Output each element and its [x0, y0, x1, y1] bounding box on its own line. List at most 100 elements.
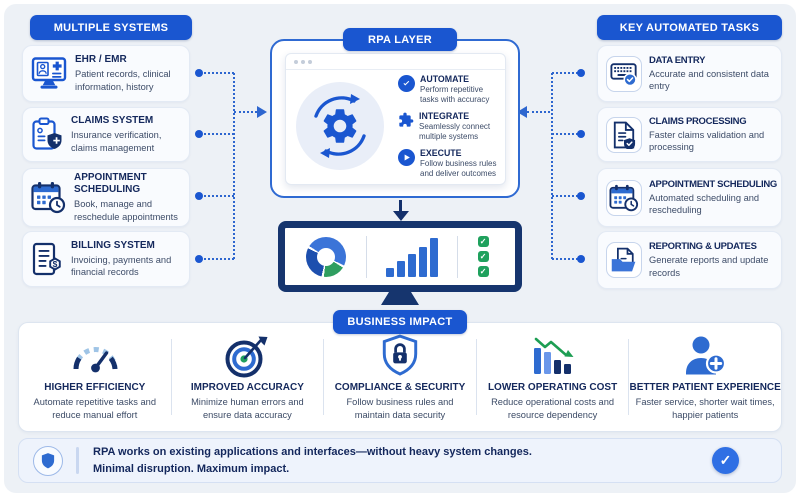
gear-sync-icon — [294, 80, 386, 177]
connector-dot — [577, 192, 585, 200]
connector-dot — [195, 130, 203, 138]
shield-icon — [33, 445, 63, 476]
impact-higher-efficiency: HIGHER EFFICIENCY Automate repetitive ta… — [19, 323, 171, 431]
patient-plus-icon — [682, 332, 728, 380]
feature-automate: AUTOMATE Perform repetitive tasks with a… — [398, 74, 502, 106]
card-claims-system: CLAIMS SYSTEM Insurance verification, cl… — [22, 107, 190, 162]
connector-line — [233, 73, 235, 259]
card-claims-processing: CLAIMS PROCESSING Faster claims validati… — [597, 107, 782, 162]
card-desc: Patient records, clinical information, h… — [75, 69, 171, 92]
impact-desc: Reduce operational costs and resource de… — [491, 397, 615, 420]
billing-invoice-icon: $ — [31, 242, 63, 277]
card-ehr-emr: EHR / EMR Patient records, clinical info… — [22, 45, 190, 102]
feature-integrate: INTEGRATE Seamlessly connect multiple sy… — [398, 111, 502, 143]
card-desc: Generate reports and update records — [649, 255, 769, 278]
connector-dot — [195, 255, 203, 263]
connector-line — [552, 258, 578, 260]
card-data-entry: DATA ENTRY Accurate and consistent data … — [597, 45, 782, 102]
connector-dot — [577, 69, 585, 77]
card-billing-system: $ BILLING SYSTEM Invoicing, payments and… — [22, 231, 190, 287]
folder-report-icon — [606, 242, 642, 278]
card-desc: Accurate and consistent data entry — [649, 68, 769, 92]
impact-desc: Minimize human errors and ensure data ac… — [191, 397, 304, 420]
impact-title: LOWER OPERATING COST — [487, 382, 618, 393]
dashboard-monitor: ✓ ✓ ✓ — [278, 221, 522, 292]
divider — [365, 235, 367, 278]
play-circle-icon — [398, 148, 415, 166]
key-automated-tasks-header: KEY AUTOMATED TASKS — [597, 15, 782, 40]
card-reporting-updates: REPORTING & UPDATES Generate reports and… — [597, 231, 782, 289]
flow-arrow-line — [399, 200, 402, 212]
check-icon: ✓ — [477, 251, 489, 262]
rpa-feature-list: AUTOMATE Perform repetitive tasks with a… — [398, 74, 502, 179]
check-circle-icon: ✓ — [712, 447, 739, 474]
connector-line — [551, 73, 553, 259]
card-title: CLAIMS SYSTEM — [71, 115, 154, 127]
impact-lower-operating-cost: LOWER OPERATING COST Reduce operational … — [477, 323, 629, 431]
card-desc: Insurance verification, claims managemen… — [71, 130, 162, 153]
divider — [170, 339, 172, 415]
footer-line-1: RPA works on existing applications and i… — [93, 446, 532, 458]
donut-chart-icon — [306, 236, 347, 277]
rpa-layer-box: AUTOMATE Perform repetitive tasks with a… — [270, 39, 520, 198]
connector-line — [527, 111, 550, 113]
card-title: BILLING SYSTEM — [71, 239, 155, 251]
browser-window: AUTOMATE Perform repetitive tasks with a… — [285, 53, 506, 185]
card-title: EHR / EMR — [75, 54, 127, 66]
connector-dot — [577, 130, 585, 138]
check-icon: ✓ — [477, 236, 489, 247]
impact-desc: Follow business rules and maintain data … — [346, 397, 454, 420]
shield-lock-icon — [380, 332, 420, 380]
feature-desc: Perform repetitive tasks with accuracy — [420, 85, 490, 105]
impact-title: IMPROVED ACCURACY — [190, 382, 304, 393]
browser-titlebar — [286, 54, 505, 70]
divider — [475, 339, 477, 415]
footer-banner: RPA works on existing applications and i… — [18, 438, 782, 483]
arrow-right-icon — [257, 106, 267, 118]
feature-execute: EXECUTE Follow business rules and delive… — [398, 148, 502, 180]
impact-improved-accuracy: IMPROVED ACCURACY Minimize human errors … — [172, 323, 324, 431]
card-desc: Faster claims validation and processing — [649, 129, 765, 153]
declining-bars-icon — [529, 332, 577, 380]
target-arrow-icon — [224, 332, 270, 380]
bar-chart-icon — [385, 237, 438, 277]
divider — [628, 339, 630, 415]
calendar-clock-icon — [31, 181, 66, 214]
connector-line — [552, 72, 578, 74]
feature-desc: Seamlessly connect multiple systems — [419, 121, 491, 142]
card-appointment-scheduling-task: APPOINTMENT SCHEDULING Automated schedul… — [597, 168, 782, 227]
card-title: DATA ENTRY — [649, 54, 706, 66]
svg-text:$: $ — [53, 259, 58, 269]
divider — [76, 447, 79, 474]
card-appointment-scheduling: APPOINTMENT SCHEDULING Book, manage and … — [22, 168, 190, 227]
window-dot-icon — [294, 59, 298, 64]
impact-title: COMPLIANCE & SECURITY — [334, 382, 466, 393]
speedometer-icon — [69, 332, 121, 380]
impact-desc: Faster service, shorter wait times, happ… — [635, 397, 775, 420]
feature-title: INTEGRATE — [419, 110, 470, 121]
connector-line — [204, 133, 234, 135]
card-desc: Automated scheduling and rescheduling — [649, 192, 760, 216]
business-impact-header: BUSINESS IMPACT — [333, 310, 467, 334]
card-title: CLAIMS PROCESSING — [649, 115, 747, 127]
window-dot-icon — [301, 59, 305, 64]
connector-dot — [195, 192, 203, 200]
impact-desc: Automate repetitive tasks and reduce man… — [33, 397, 157, 420]
card-title: APPOINTMENT SCHEDULING — [649, 178, 777, 190]
business-impact-panel: HIGHER EFFICIENCY Automate repetitive ta… — [18, 322, 782, 432]
footer-text: RPA works on existing applications and i… — [93, 444, 532, 477]
card-desc: Book, manage and reschedule appointments — [74, 199, 178, 222]
footer-line-2: Minimal disruption. Maximum impact. — [93, 462, 290, 475]
connector-line — [552, 195, 578, 197]
impact-compliance-security: COMPLIANCE & SECURITY Follow business ru… — [324, 323, 476, 431]
connector-line — [234, 111, 257, 113]
puzzle-icon — [398, 112, 414, 143]
divider — [323, 339, 325, 415]
arrow-down-icon — [393, 211, 409, 221]
rpa-layer-header: RPA LAYER — [343, 28, 457, 51]
feature-title: AUTOMATE — [420, 74, 470, 84]
document-shield-icon — [606, 116, 642, 153]
connector-line — [552, 133, 578, 135]
connector-line — [204, 72, 234, 74]
